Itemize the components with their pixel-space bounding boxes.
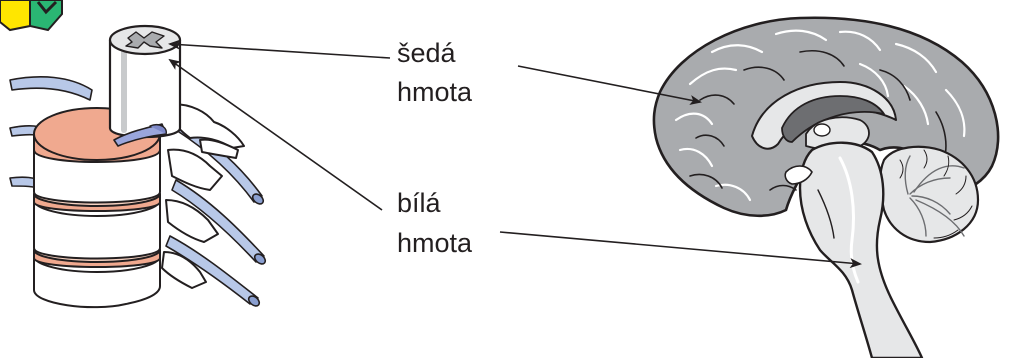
vertebral-bodies	[33, 107, 161, 309]
nerve-roots	[9, 76, 265, 305]
spinal-cord	[108, 24, 182, 139]
nerve-tips	[247, 193, 267, 307]
sulci	[689, 50, 947, 189]
arbor-vitae	[904, 155, 965, 237]
brain-illustration	[652, 16, 1000, 358]
gyri	[674, 29, 966, 202]
cerebellum-folia	[899, 149, 973, 239]
label-white-matter-line2: hmota	[397, 228, 473, 258]
lateral-ventricle	[781, 95, 885, 143]
corner-badge-icon	[0, 0, 63, 32]
label-grey-matter-line2: hmota	[397, 77, 473, 107]
leader-white-to-spine	[168, 58, 383, 211]
hypothalamus	[784, 165, 813, 185]
leader-white-to-brain	[499, 231, 862, 269]
label-grey-matter: šedá hmota	[397, 38, 473, 107]
leader-grey-to-spine	[168, 39, 391, 59]
leader-lines	[168, 39, 862, 269]
label-grey-matter-line1: šedá	[397, 38, 457, 68]
label-white-matter-line1: bílá	[397, 188, 442, 218]
label-white-matter: bílá hmota	[397, 188, 473, 258]
vertebral-processes	[161, 103, 245, 289]
spine-illustration	[9, 24, 267, 309]
leader-grey-to-brain	[517, 65, 702, 105]
